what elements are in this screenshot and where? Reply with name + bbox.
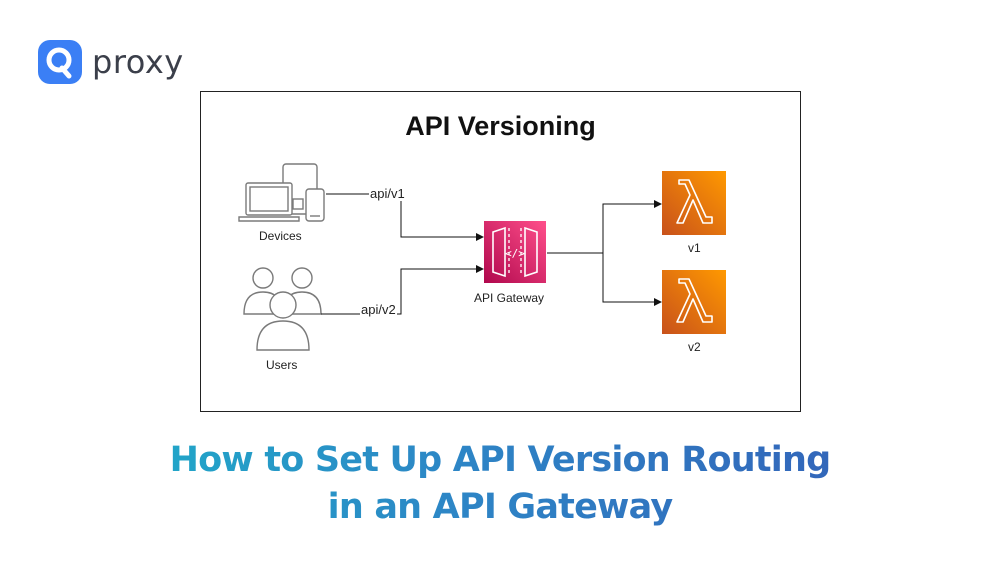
users-icon xyxy=(243,267,322,351)
lambda-v2-icon xyxy=(662,270,726,334)
proxy-logo-icon xyxy=(38,40,82,84)
headline-line-2: in an API Gateway xyxy=(0,487,1000,527)
lambda-v2-label: v2 xyxy=(688,340,701,354)
diagram-canvas: </> xyxy=(238,163,726,351)
devices-icon xyxy=(238,163,325,222)
brand-name: proxy xyxy=(92,43,184,81)
api-gateway-icon: </> xyxy=(484,221,546,283)
edge-label-api-v2: api/v2 xyxy=(360,302,397,317)
users-label: Users xyxy=(266,358,298,372)
edge-users-gateway xyxy=(321,265,484,315)
devices-label: Devices xyxy=(259,229,302,243)
edge-label-api-v1: api/v1 xyxy=(369,186,406,201)
brand-logo: proxy xyxy=(38,40,184,84)
edge-gateway-lambdas xyxy=(547,200,662,306)
lambda-v1-icon xyxy=(662,171,726,235)
lambda-v1-label: v1 xyxy=(688,241,701,255)
svg-text:</>: </> xyxy=(505,247,525,260)
edge-devices-gateway xyxy=(326,193,484,241)
gateway-label: API Gateway xyxy=(474,291,545,305)
headline-line-1: How to Set Up API Version Routing xyxy=(0,440,1000,480)
diagram-frame: API Versioning xyxy=(200,91,801,412)
diagram-title: API Versioning xyxy=(405,111,596,141)
